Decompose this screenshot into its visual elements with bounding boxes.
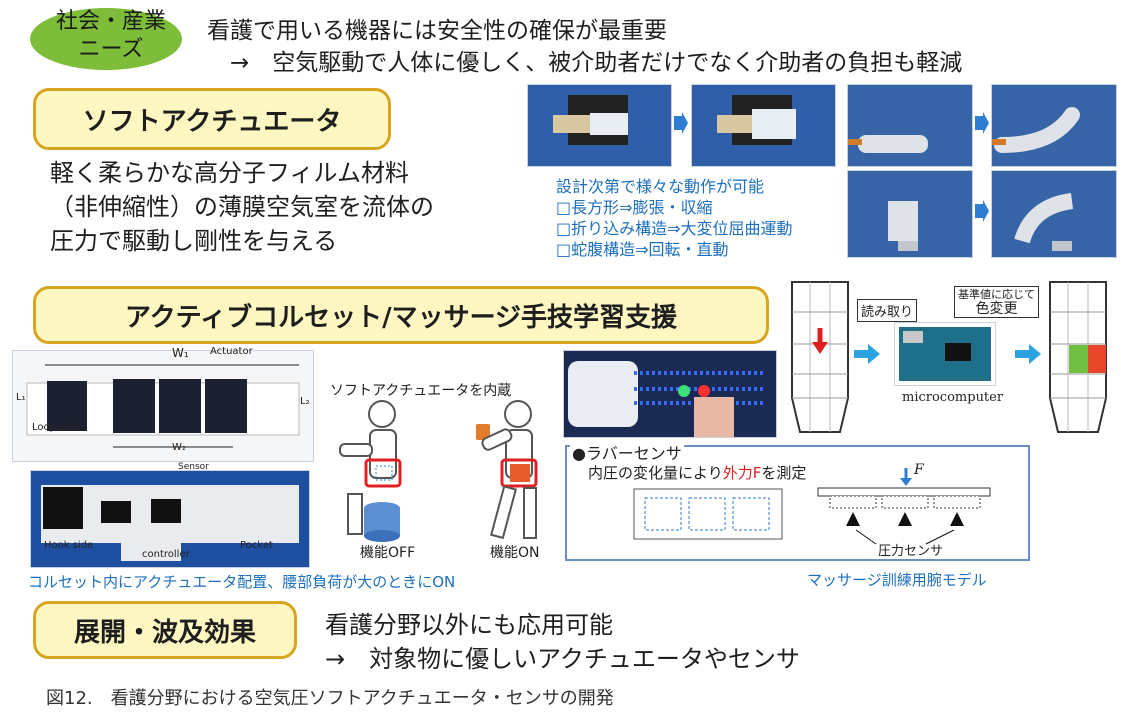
pocket-label: Pocket <box>240 540 273 551</box>
arrow-icon <box>674 112 688 138</box>
needs-line-1: 看護で用いる機器には安全性の確保が最重要 <box>207 18 667 44</box>
active-corset-title: アクティブコルセット/マッサージ手技学習支援 <box>33 286 769 344</box>
microcomputer-label: microcomputer <box>902 390 1004 405</box>
sensor-grid-before <box>788 278 852 440</box>
soft-actuator-title: ソフトアクチュエータ <box>33 88 391 150</box>
rubber-sensor-desc: 内圧の変化量により外力Fを測定 <box>588 462 806 483</box>
soft-actuator-desc-2: （非伸縮性）の薄膜空気室を流体の <box>50 193 434 221</box>
arrow-icon <box>975 200 989 226</box>
read-label: 読み取り <box>857 299 918 322</box>
l2-label: L₂ <box>300 396 310 407</box>
hook-side-label: Hook side <box>44 540 94 551</box>
spread-line-1: 看護分野以外にも応用可能 <box>325 611 613 639</box>
needs-badge-line1: 社会・産業 <box>55 9 166 34</box>
needs-badge <box>30 8 182 70</box>
color-change-label: 基準値に応じて 色変更 <box>954 286 1039 318</box>
sensor-grid-after <box>1046 278 1110 440</box>
figure-caption: 図12. 看護分野における空気圧ソフトアクチュエータ・センサの開発 <box>46 688 614 709</box>
massage-caption: マッサージ訓練用腕モデル <box>807 571 987 589</box>
feature-item-1: □長方形⇒膨張・収縮 <box>556 198 713 217</box>
needs-line-2: → 空気駆動で人体に優しく、被介助者だけでなく介助者の負担も軽減 <box>230 50 963 76</box>
w2-label: W₂ <box>172 442 186 453</box>
bellows-actuator-photo-after <box>991 170 1117 258</box>
soft-actuator-desc-1: 軽く柔らかな高分子フィルム材料 <box>50 159 410 187</box>
corset-loop-side-photo <box>12 350 314 462</box>
rubber-sensor-chambers <box>633 488 783 544</box>
sensor-label: Sensor <box>178 462 209 472</box>
force-f-label: F <box>914 462 924 478</box>
loop-side-label: Loop side <box>32 422 80 433</box>
microcomputer-photo <box>894 322 996 386</box>
arrow-icon <box>975 112 989 138</box>
spread-title: 展開・波及効果 <box>33 601 297 659</box>
w1-label: W₁ <box>172 346 189 360</box>
rubber-sensor-desc-c: を測定 <box>761 464 807 482</box>
spread-line-2: → 対象物に優しいアクチュエータやセンサ <box>325 645 800 673</box>
needs-badge-line2: ニーズ <box>78 37 144 62</box>
arrow-right-icon <box>1015 344 1041 368</box>
soft-actuator-desc-3: 圧力で駆動し剛性を与える <box>50 227 338 255</box>
l1-label: L₁ <box>16 392 26 403</box>
feature-item-3: □蛇腹構造⇒回転・直動 <box>556 240 729 259</box>
color-change-line-2: 色変更 <box>975 301 1018 317</box>
rubber-sensor-desc-a: 内圧の変化量により <box>588 464 723 482</box>
controller-label: controller <box>142 549 190 560</box>
function-on-label: 機能ON <box>490 545 540 561</box>
force-diagram <box>816 468 996 554</box>
built-in-actuator-label: ソフトアクチュエータを内蔵 <box>330 383 512 399</box>
mannequin-photo-after <box>691 84 836 167</box>
corset-caption: コルセット内にアクチュエータ配置、腰部負荷が大のときにON <box>28 573 456 591</box>
bending-actuator-photo-before <box>847 84 973 167</box>
corset-hook-side-photo <box>30 470 310 568</box>
rubber-sensor-desc-b: 外力F <box>722 464 762 482</box>
massage-led-photo <box>563 350 777 438</box>
feature-item-2: □折り込み構造⇒大変位屈曲運動 <box>556 219 793 238</box>
feature-heading: 設計次第で様々な動作が可能 <box>556 177 765 196</box>
mannequin-photo-before <box>527 84 672 167</box>
pressure-sensor-label: 圧力センサ <box>878 544 944 559</box>
function-off-label: 機能OFF <box>360 545 416 561</box>
rubber-sensor-title: ●ラバーセンサ <box>570 440 684 464</box>
bellows-actuator-photo-before <box>847 170 973 258</box>
person-on-figure <box>466 398 556 552</box>
person-off-figure <box>330 398 420 552</box>
actuator-label: Actuator <box>210 346 253 357</box>
bending-actuator-photo-after <box>991 84 1117 167</box>
color-change-line-1: 基準値に応じて <box>958 288 1035 301</box>
needs-badge-text: 社会・産業 ニーズ <box>46 8 176 64</box>
arrow-right-icon <box>854 344 880 368</box>
